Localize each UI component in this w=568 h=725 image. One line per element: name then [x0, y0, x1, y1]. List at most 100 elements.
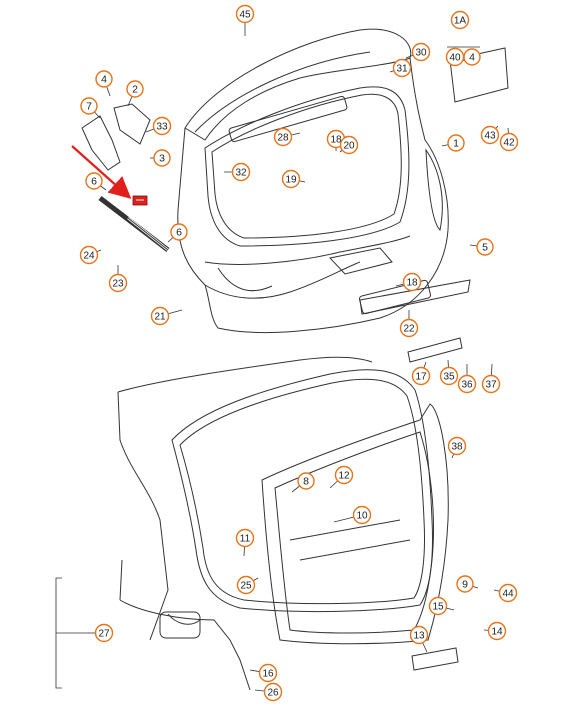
callout-1: 1: [441, 134, 465, 152]
callout-15: 15: [428, 596, 455, 616]
callout-4: 4: [463, 48, 481, 66]
callout-circle: [487, 621, 507, 641]
callout-circle: [392, 58, 412, 78]
callout-18: 18: [395, 272, 422, 292]
callout-label: 3: [159, 153, 165, 165]
callout-24: 24: [79, 245, 102, 265]
callout-4: 4: [95, 70, 113, 97]
callout-circle: [411, 366, 431, 386]
callout-circle: [499, 132, 519, 152]
callout-circle: [498, 583, 518, 603]
callout-label: 45: [239, 10, 251, 21]
callout-22: 22: [399, 310, 419, 338]
callout-circle: [236, 575, 256, 595]
callout-circle: [263, 682, 283, 702]
callout-44: 44: [493, 583, 518, 603]
callout-label: 24: [83, 251, 95, 262]
callout-circle: [108, 273, 128, 293]
callout-circle: [94, 623, 114, 643]
callout-20: 20: [339, 135, 359, 155]
callout-circle: [457, 374, 477, 394]
callout-label: 10: [356, 511, 368, 522]
callout-12: 12: [329, 465, 354, 489]
callout-label: 32: [235, 168, 247, 179]
callout-11: 11: [235, 528, 255, 557]
callout-label: 22: [403, 324, 415, 335]
damper-clip-part: [132, 195, 148, 206]
callout-label: 20: [343, 141, 355, 152]
callout-circle: [152, 116, 172, 136]
callout-26: 26: [254, 682, 283, 702]
callout-circle: [170, 223, 188, 241]
lock-trim-strip: [358, 279, 471, 363]
callout-circle: [399, 318, 419, 338]
callout-37: 37: [481, 363, 501, 394]
callout-circle: [80, 97, 98, 115]
callout-label: 28: [277, 133, 289, 144]
callout-23: 23: [108, 265, 128, 293]
callout-9: 9: [456, 575, 479, 593]
callout-label: 16: [262, 669, 274, 680]
callout-circle: [153, 149, 171, 167]
callout-circle: [281, 169, 301, 189]
callout-28: 28: [273, 127, 301, 147]
callout-label: 14: [491, 627, 503, 638]
callout-label: 12: [338, 471, 350, 482]
callout-label: 1A: [454, 16, 467, 27]
callout-42: 42: [499, 127, 519, 152]
callout-label: 15: [432, 602, 444, 613]
callout-circle: [476, 238, 494, 256]
callout-circle: [463, 48, 481, 66]
callout-circle: [481, 374, 501, 394]
callout-label: 18: [330, 135, 342, 146]
callout-label: 9: [462, 579, 468, 591]
callout-circle: [411, 42, 431, 62]
callout-31: 31: [389, 58, 412, 78]
callout-21: 21: [150, 306, 183, 326]
callout-7: 7: [80, 97, 101, 119]
callout-label: 38: [451, 442, 463, 453]
callout-label: 6: [91, 176, 97, 188]
group-bracket-1a: [55, 577, 88, 689]
callout-33: 33: [145, 116, 172, 136]
callout-2: 2: [126, 80, 144, 107]
callout-6: 6: [85, 172, 107, 191]
callout-17: 17: [411, 361, 431, 386]
callout-circle: [150, 306, 170, 326]
tailgate-drawing: [177, 28, 449, 334]
callout-25: 25: [236, 575, 259, 595]
callout-label: 30: [415, 48, 427, 59]
callout-36: 36: [457, 364, 477, 394]
callout-label: 4: [469, 52, 475, 64]
callout-label: 42: [503, 138, 515, 149]
callout-label: 23: [112, 279, 124, 290]
callout-label: 21: [154, 312, 166, 323]
callout-circle: [235, 528, 255, 548]
callout-circle: [447, 134, 465, 152]
callout-1a: 1A: [450, 10, 470, 30]
callout-43: 43: [480, 125, 500, 145]
hinge-bracket: [81, 103, 151, 171]
license-plate-bracket: [449, 47, 509, 103]
callout-5: 5: [469, 238, 494, 256]
callout-circle: [480, 125, 500, 145]
callout-circle: [231, 162, 251, 182]
callout-circle: [297, 472, 315, 490]
callout-27: 27: [88, 623, 114, 643]
callout-14: 14: [483, 621, 507, 641]
callout-label: 13: [413, 631, 425, 642]
callout-circle: [334, 465, 354, 485]
callout-circle: [235, 4, 255, 24]
callout-10: 10: [333, 505, 372, 525]
callout-circle: [85, 172, 103, 190]
callout-label: 27: [98, 629, 110, 640]
callout-30: 30: [405, 42, 431, 62]
red-pointer-arrow: [71, 145, 132, 199]
callout-19: 19: [281, 169, 306, 189]
callout-45: 45: [235, 4, 255, 36]
callout-circle: [339, 135, 359, 155]
callout-circle: [273, 127, 293, 147]
callout-label: 11: [240, 534, 251, 545]
